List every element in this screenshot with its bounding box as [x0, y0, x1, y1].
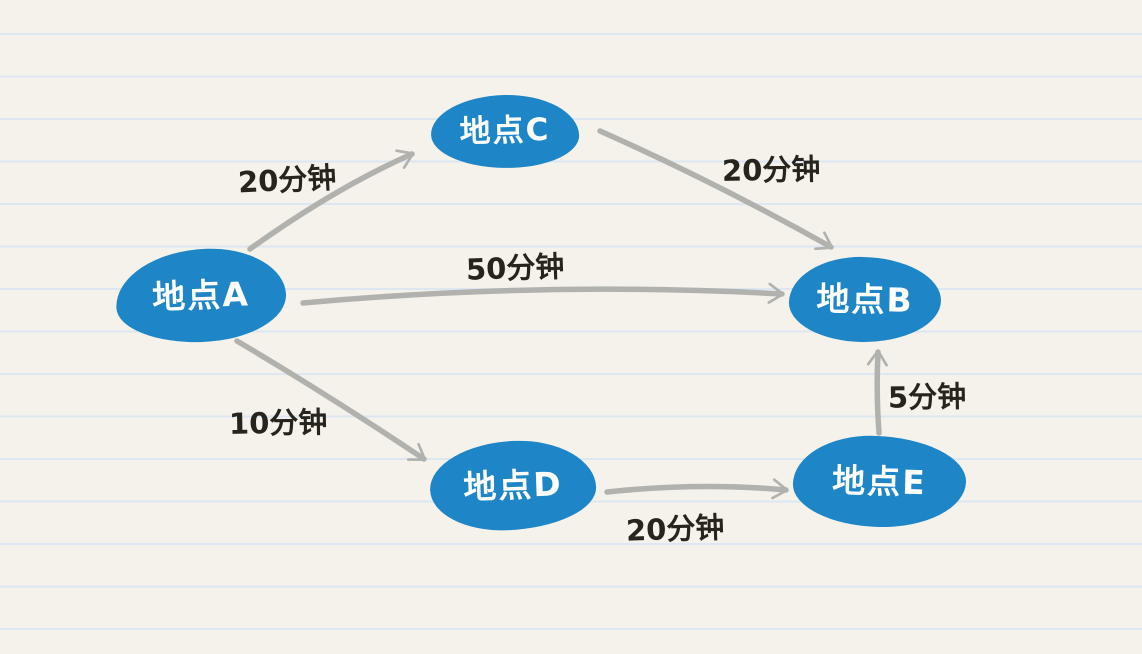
- node-label-b: 地点B: [816, 279, 914, 320]
- node-label-c: 地点C: [459, 111, 551, 151]
- edge-label-d-to-e: 20分钟: [625, 510, 725, 548]
- node-label-d: 地点D: [462, 464, 564, 507]
- edge-label-a-to-d: 10分钟: [228, 405, 328, 441]
- arrow-c-to-b: [597, 128, 834, 251]
- arrow-a-to-b: [300, 282, 785, 306]
- edge-label-a-to-b: 50分钟: [465, 249, 565, 287]
- arrow-e-to-b: [866, 349, 888, 436]
- edge-label-a-to-c: 20分钟: [237, 160, 338, 200]
- arrow-d-to-e: [604, 478, 789, 500]
- node-label-e: 地点E: [831, 460, 928, 503]
- edge-label-c-to-b: 20分钟: [721, 152, 821, 188]
- node-label-a: 地点A: [151, 274, 251, 317]
- arrow-a-to-d: [234, 338, 427, 462]
- arrow-a-to-c: [247, 149, 415, 252]
- edge-label-e-to-b: 5分钟: [887, 379, 967, 415]
